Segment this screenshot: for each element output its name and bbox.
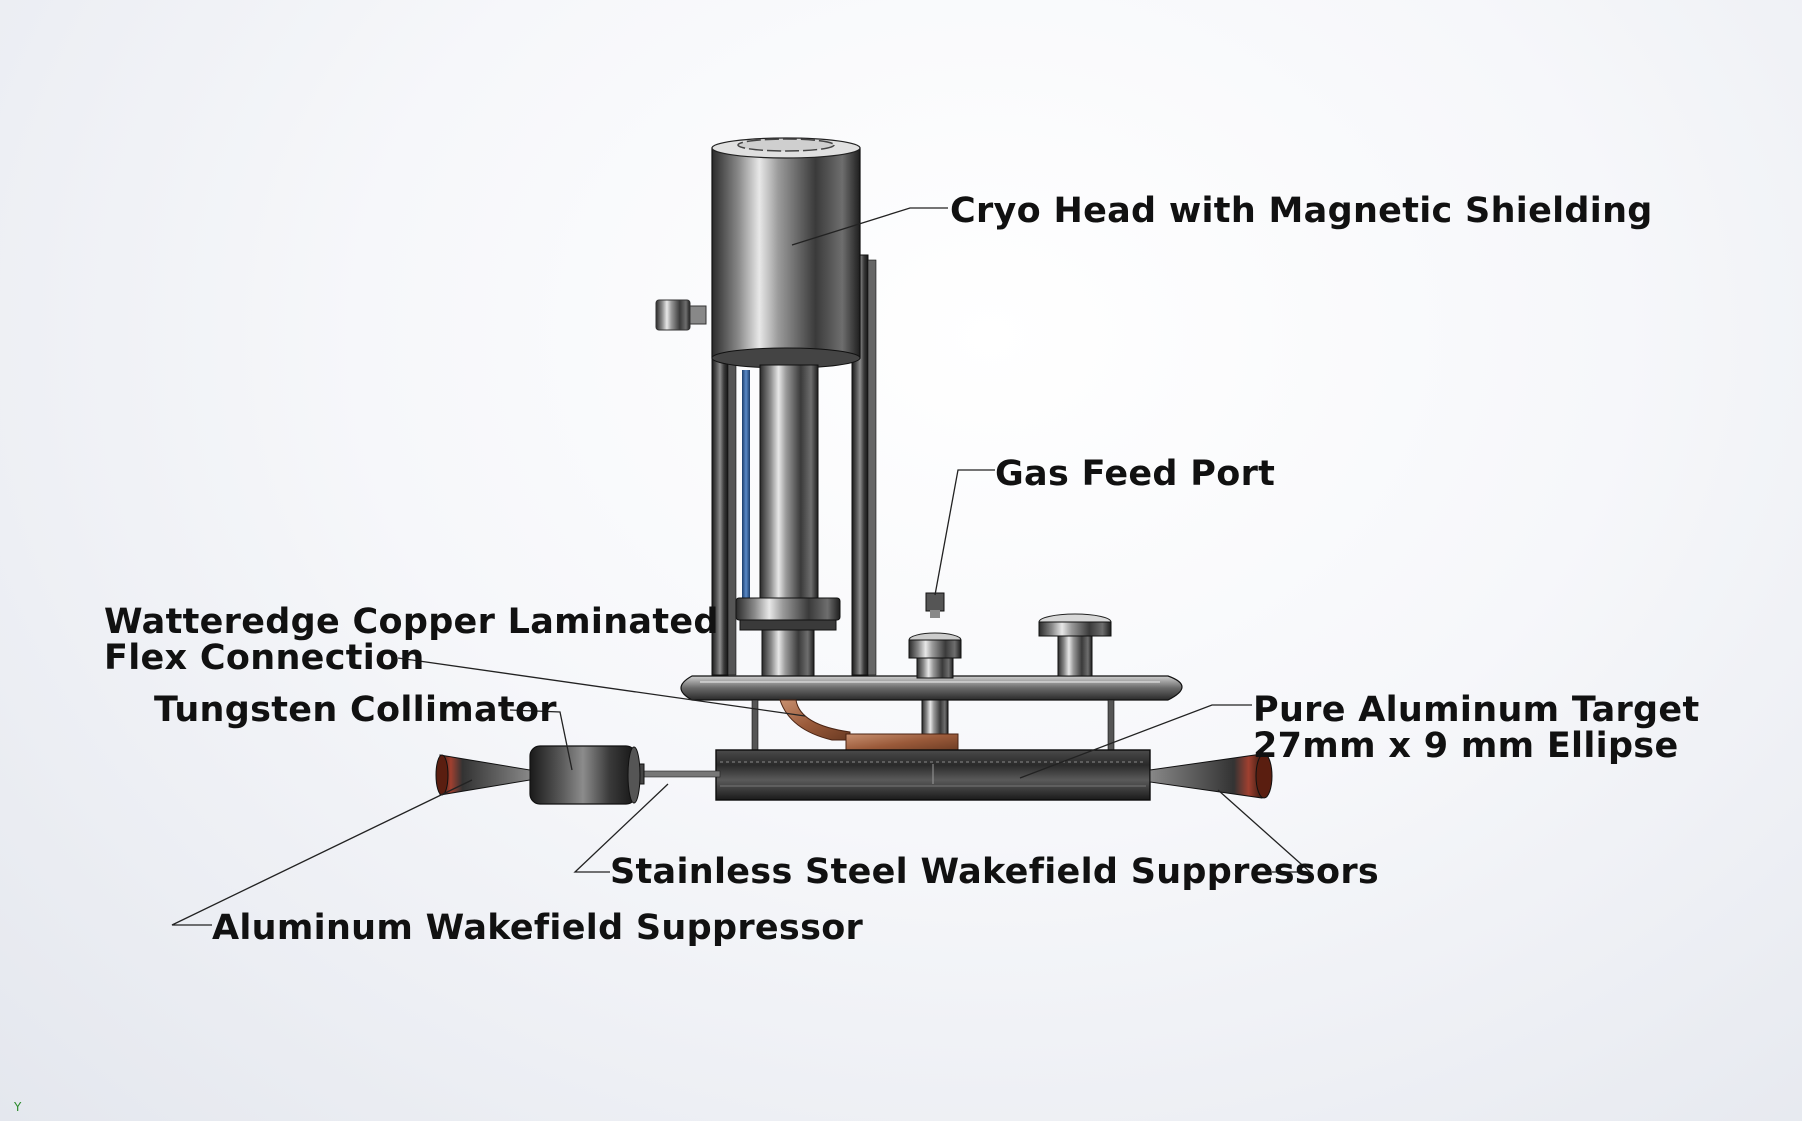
flange-port bbox=[1038, 613, 1112, 677]
leader-cryo-head bbox=[791, 207, 948, 246]
label-tungsten-collimator: Tungsten Collimator bbox=[154, 690, 557, 730]
gas-feed-port bbox=[908, 592, 962, 679]
label-stainless-suppressors: Stainless Steel Wakefield Suppressors bbox=[610, 852, 1380, 892]
label-target-line1: Pure Aluminum Target bbox=[1253, 690, 1700, 730]
leader-stainless-right bbox=[1217, 789, 1312, 873]
leader-collimator bbox=[509, 709, 573, 771]
tungsten-collimator bbox=[529, 745, 721, 805]
leader-aluminum bbox=[171, 779, 473, 926]
label-gas-feed-port: Gas Feed Port bbox=[995, 454, 1276, 494]
leader-flex bbox=[397, 657, 806, 717]
base-plate bbox=[680, 675, 1183, 701]
label-aluminum-suppressor: Aluminum Wakefield Suppressor bbox=[212, 908, 864, 948]
axis-indicator: Y bbox=[14, 1100, 22, 1114]
leader-target bbox=[1019, 704, 1252, 779]
label-flex-connection-line2: Flex Connection bbox=[104, 638, 425, 678]
leader-stainless-left bbox=[573, 783, 669, 873]
cryo-head bbox=[655, 137, 861, 681]
aluminum-wakefield-suppressor bbox=[435, 754, 531, 796]
label-target-line2: 27mm x 9 mm Ellipse bbox=[1253, 726, 1679, 766]
label-flex-connection-line1: Watteredge Copper Laminated bbox=[104, 602, 719, 642]
target-bar bbox=[715, 749, 1151, 801]
leader-lines bbox=[171, 207, 1312, 926]
leader-gas-feed bbox=[934, 469, 995, 596]
label-cryo-head: Cryo Head with Magnetic Shielding bbox=[950, 191, 1653, 231]
stainless-wakefield-suppressor bbox=[1149, 753, 1273, 799]
